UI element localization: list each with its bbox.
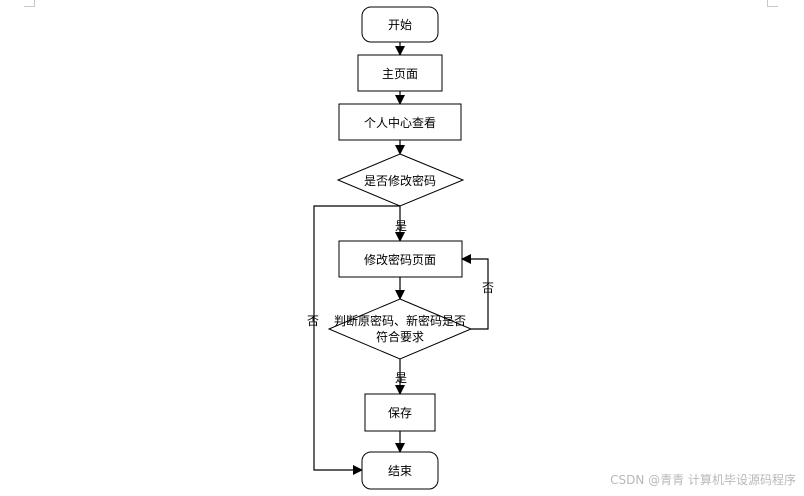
start-label: 开始: [388, 18, 412, 32]
page-corner-mark-right: [767, 0, 778, 7]
arrow-validation-no-loop: [461, 254, 489, 330]
home-node: 主页面: [357, 54, 443, 92]
arrow-no-bypass-to-end: [313, 205, 400, 475]
validation-decision-node: 判断原密码、新密码是否 符合要求: [327, 298, 473, 360]
no-label-loop: 否: [482, 281, 494, 295]
validation-label-line-2: 符合要求: [376, 329, 424, 344]
page-corner-mark-left: [24, 0, 35, 7]
no-label-bypass: 否: [307, 314, 319, 328]
csdn-watermark: CSDN @青青 计算机毕设源码程序: [610, 473, 796, 487]
yes-label-validation: 是: [395, 371, 407, 385]
end-label: 结束: [388, 464, 412, 478]
change-password-decision-node: 是否修改密码: [336, 153, 465, 207]
change-password-decision-label: 是否修改密码: [364, 173, 436, 188]
end-node: 结束: [361, 451, 439, 490]
change-password-page-node: 修改密码页面: [338, 240, 463, 278]
save-label: 保存: [388, 406, 412, 420]
home-label: 主页面: [382, 67, 418, 81]
validation-label-line-1: 判断原密码、新密码是否: [334, 313, 466, 328]
save-node: 保存: [364, 393, 436, 432]
change-password-page-label: 修改密码页面: [364, 252, 436, 267]
start-node: 开始: [361, 6, 439, 43]
yes-label-change-password: 是: [395, 219, 407, 233]
profile-node: 个人中心查看: [338, 103, 462, 141]
profile-label: 个人中心查看: [364, 115, 436, 130]
